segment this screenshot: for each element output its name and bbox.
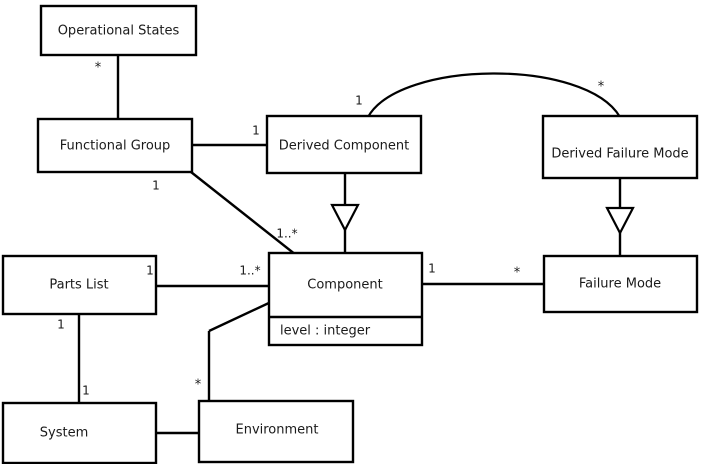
class-attribute-component-level: level : integer bbox=[280, 324, 371, 339]
assoc-functional-group-component bbox=[190, 171, 297, 256]
class-rect-parts-list bbox=[1, 254, 158, 316]
class-name-derived-failure-mode: Derived Failure Mode bbox=[551, 147, 688, 162]
multiplicity-derived-component-derived-failure-mode-far: * bbox=[598, 80, 605, 95]
class-box-component[interactable]: Component level : integer bbox=[267, 251, 424, 347]
assoc-derived-component-derived-failure-mode bbox=[367, 72, 621, 118]
class-rect-failure-mode bbox=[542, 254, 699, 314]
multiplicity-parts-list-component-far: 1..* bbox=[239, 264, 260, 278]
multiplicity-parts-list-system-far: 1 bbox=[82, 384, 90, 398]
multiplicity-functional-group-component-far: 1..* bbox=[276, 227, 297, 241]
class-rect-component bbox=[267, 251, 424, 347]
multiplicity-functional-group-component-near: 1 bbox=[152, 179, 160, 193]
multiplicity-parts-list-component-near: 1 bbox=[146, 264, 154, 278]
class-name-failure-mode: Failure Mode bbox=[579, 277, 661, 292]
multiplicity-operational-states-functional-group: * bbox=[95, 61, 102, 76]
assoc-environment-component-diagonal bbox=[208, 300, 272, 333]
multiplicity-functional-group-derived-component: 1 bbox=[252, 124, 260, 138]
class-box-functional-group[interactable]: Functional Group bbox=[36, 117, 194, 174]
generalization-triangle-component bbox=[330, 203, 360, 233]
class-box-failure-mode[interactable]: Failure Mode bbox=[542, 254, 699, 314]
class-box-environment[interactable]: Environment bbox=[197, 399, 355, 464]
class-name-derived-component: Derived Component bbox=[279, 139, 410, 154]
class-box-parts-list[interactable]: Parts List bbox=[1, 254, 158, 316]
class-name-environment: Environment bbox=[235, 423, 318, 438]
class-rect-environment bbox=[197, 399, 355, 464]
class-name-component: Component bbox=[307, 278, 382, 293]
class-rect-derived-failure-mode bbox=[541, 114, 699, 180]
class-rect-operational-states bbox=[39, 4, 198, 57]
class-box-derived-component[interactable]: Derived Component bbox=[265, 114, 423, 175]
multiplicity-parts-list-system-near: 1 bbox=[57, 318, 65, 332]
multiplicity-environment-component: * bbox=[195, 378, 202, 393]
multiplicity-component-failure-mode-far: * bbox=[514, 266, 521, 281]
class-name-parts-list: Parts List bbox=[49, 278, 108, 293]
class-rect-functional-group bbox=[36, 117, 194, 174]
class-box-system[interactable]: System bbox=[1, 401, 158, 464]
class-name-functional-group: Functional Group bbox=[60, 139, 171, 154]
generalization-triangle-failure-mode bbox=[605, 206, 635, 236]
multiplicity-derived-component-derived-failure-mode-near: 1 bbox=[355, 94, 363, 108]
class-name-system: System bbox=[40, 426, 88, 441]
class-box-derived-failure-mode[interactable]: Derived Failure Mode bbox=[541, 114, 699, 180]
class-name-operational-states: Operational States bbox=[58, 24, 180, 39]
class-rect-derived-component bbox=[265, 114, 423, 175]
class-rect-system bbox=[1, 401, 158, 464]
class-box-operational-states[interactable]: Operational States bbox=[39, 4, 198, 57]
multiplicity-component-failure-mode-near: 1 bbox=[428, 262, 436, 276]
